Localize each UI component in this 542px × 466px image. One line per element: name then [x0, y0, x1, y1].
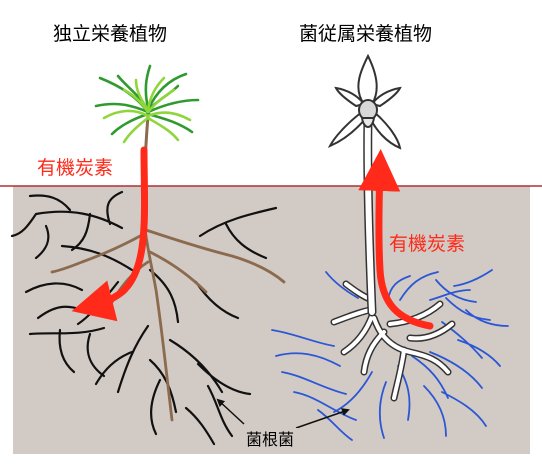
left-carbon-label: 有機炭素: [37, 157, 113, 179]
pointer-to-left-hyphae: [216, 398, 245, 425]
right-stem: [364, 115, 375, 315]
mycoheterotroph-flower: [327, 53, 402, 150]
title-mycoheterotrophic-plant: 菌従属栄養植物: [299, 23, 432, 45]
right-carbon-arrow: [358, 149, 434, 330]
mycorrhiza-callout: 菌根菌: [216, 398, 350, 450]
soil-area: [13, 186, 530, 454]
pointer-to-right-hyphae: [295, 408, 350, 429]
mycorrhiza-label-bg: [244, 428, 298, 450]
mycorrhiza-label: 菌根菌: [246, 430, 294, 449]
left-carbon-arrow: [71, 146, 149, 322]
right-fungal-hyphae: [271, 269, 509, 441]
mycoheterotrophic-plant: 有機炭素: [271, 53, 509, 441]
autotrophic-plant: 有機炭素: [10, 64, 286, 446]
right-carbon-label: 有機炭素: [389, 233, 465, 255]
left-roots: [50, 184, 286, 422]
left-needles: [94, 64, 200, 144]
title-autotrophic-plant: 独立栄養植物: [53, 23, 167, 45]
